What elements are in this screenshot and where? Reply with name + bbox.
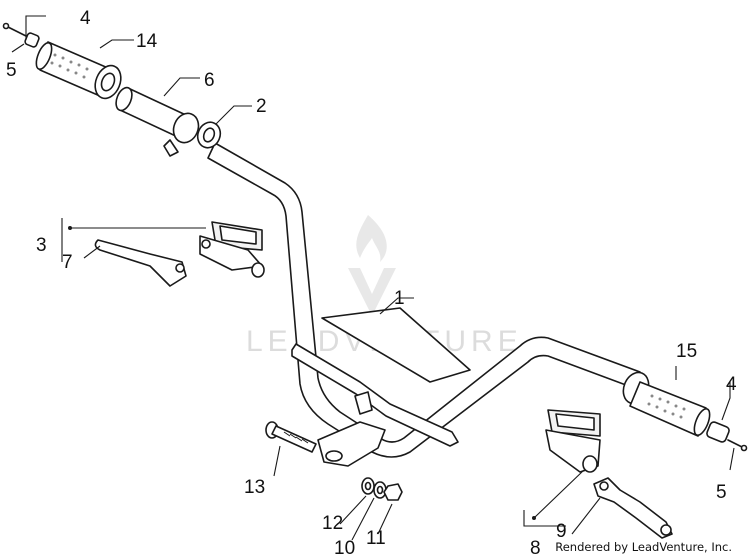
- callout-5-left: 5: [6, 60, 17, 81]
- callout-11: 11: [366, 528, 386, 549]
- callout-2: 2: [256, 96, 267, 117]
- callout-1: 1: [394, 288, 405, 309]
- left-master-cylinder: [199, 221, 265, 278]
- render-credit: Rendered by LeadVenture, Inc.: [555, 540, 732, 554]
- callout-6: 6: [204, 70, 215, 91]
- callout-4-left: 4: [80, 8, 91, 29]
- right-bar-end: [706, 421, 748, 452]
- right-grip: [622, 371, 711, 437]
- callout-5-right: 5: [716, 482, 727, 503]
- callout-10: 10: [334, 538, 355, 559]
- callout-7: 7: [62, 252, 73, 273]
- clamp-bolt: [265, 421, 317, 453]
- callout-12: 12: [322, 513, 343, 534]
- left-brake-lever: [94, 239, 187, 287]
- callout-4-right: 4: [726, 374, 737, 395]
- callout-14: 14: [136, 31, 158, 52]
- callout-3: 3: [36, 235, 47, 256]
- left-bar-end: [2, 22, 40, 48]
- throttle-tube: [115, 86, 200, 157]
- callout-9: 9: [556, 521, 567, 542]
- callout-numbers: 4 5 14 6 2 3 7 1 15 4 5 13 12 10 11 9 8: [6, 8, 737, 559]
- callout-13: 13: [244, 477, 265, 498]
- right-master-cylinder: [545, 409, 601, 473]
- washer: [196, 121, 222, 149]
- callout-8: 8: [530, 538, 541, 559]
- callout-15: 15: [676, 341, 697, 362]
- handlebar: [207, 142, 641, 467]
- washers-and-nut: [361, 477, 403, 501]
- left-grip: [35, 41, 122, 100]
- right-brake-lever: [593, 477, 673, 539]
- leader-lines: [11, 15, 735, 541]
